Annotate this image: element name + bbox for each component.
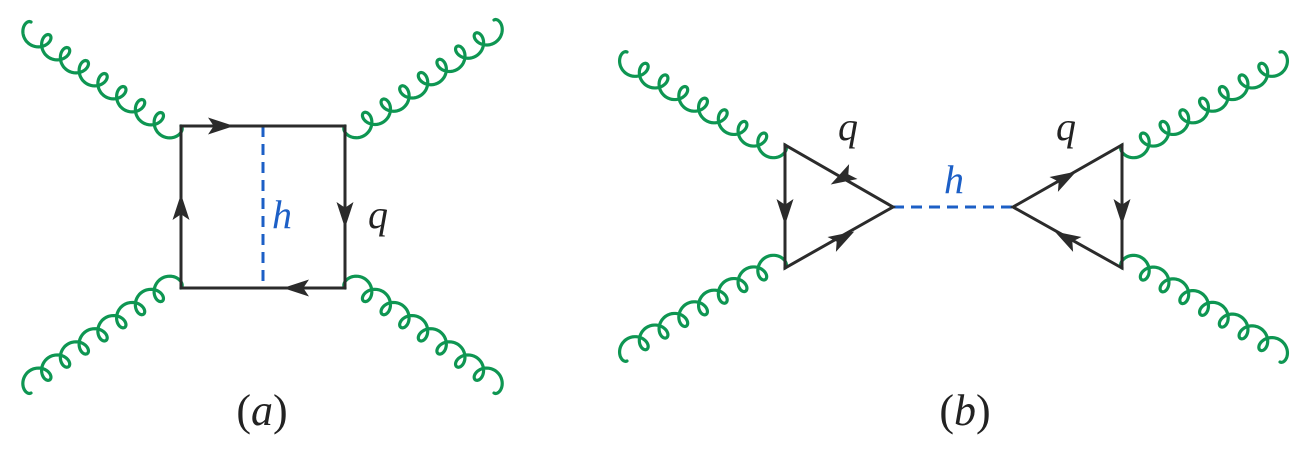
caption-b: (b) xyxy=(939,386,990,435)
quark-label-b-right: q xyxy=(1056,104,1076,149)
higgs-label-b: h xyxy=(944,157,964,202)
diagram-b-triangles: q h q (b) xyxy=(617,50,1290,435)
quark-triangle-left xyxy=(783,142,897,271)
fermion-arrow-icon xyxy=(336,202,354,228)
gluon-line xyxy=(21,19,184,140)
gluon-line xyxy=(342,274,504,396)
quark-triangle-right xyxy=(1009,142,1124,271)
fermion-arrows-a xyxy=(172,117,354,297)
fermion-arrow-icon xyxy=(208,117,234,135)
fermion-arrow-icon xyxy=(283,279,309,297)
diagram-a-box: h q (a) xyxy=(21,17,504,435)
quark-label-b-left: q xyxy=(838,104,858,149)
fermion-arrow-icon xyxy=(1054,231,1082,252)
quark-label-a: q xyxy=(368,192,388,237)
fermion-arrow-icon xyxy=(830,164,858,185)
fermion-arrow-icon xyxy=(172,194,190,220)
gluon-line xyxy=(617,253,789,363)
caption-a: (a) xyxy=(236,386,287,435)
gluon-line xyxy=(1118,253,1290,364)
fermion-arrow-icon xyxy=(1113,199,1131,225)
gluon-line xyxy=(342,17,504,140)
fermion-arrow-icon xyxy=(827,231,855,252)
gluon-lines-b xyxy=(617,50,1290,364)
higgs-label-a: h xyxy=(272,192,292,237)
gluon-line xyxy=(21,274,184,396)
gluon-lines-a xyxy=(21,17,504,396)
gluon-line xyxy=(617,50,789,160)
gluon-line xyxy=(1118,50,1290,160)
fermion-arrow-icon xyxy=(776,199,794,225)
fermion-arrow-icon xyxy=(1049,171,1077,192)
fermion-arrows-b xyxy=(776,164,1131,252)
